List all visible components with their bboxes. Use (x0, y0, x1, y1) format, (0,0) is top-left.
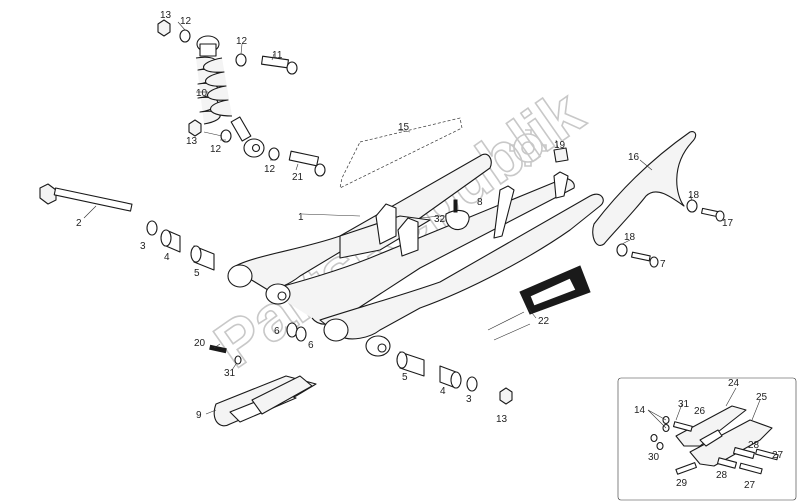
callout-18: 18 (624, 232, 636, 243)
callout-12: 12 (264, 164, 276, 175)
chain-guard-16 (592, 131, 697, 246)
callout-12: 12 (236, 36, 248, 47)
callout-32: 32 (434, 214, 446, 225)
callout-31: 31 (678, 399, 690, 410)
washer-12-top (179, 29, 191, 43)
callout-17: 17 (722, 218, 734, 229)
callout-3: 3 (140, 241, 146, 252)
chain-guard-hardware (616, 199, 725, 268)
callout-6: 6 (308, 340, 314, 351)
callout-28: 28 (748, 440, 760, 451)
callout-14: 14 (634, 405, 646, 416)
callout-29: 29 (676, 478, 688, 489)
gear-icon (509, 129, 547, 167)
callout-16: 16 (628, 152, 640, 163)
bolt-21 (288, 150, 326, 177)
callout-4: 4 (164, 252, 170, 263)
callout-6: 6 (274, 326, 280, 337)
callout-12: 12 (210, 144, 222, 155)
washer-12-right (235, 53, 247, 67)
nut-13-top (157, 19, 171, 37)
washer-12-shock (268, 147, 280, 161)
callout-28: 28 (716, 470, 728, 481)
callout-labels: 13 12 12 11 10 15 13 12 12 21 19 16 18 8… (76, 10, 784, 491)
chain-slider-assembly (209, 322, 317, 427)
sticker-22 (487, 265, 591, 341)
callout-20: 20 (194, 338, 206, 349)
callout-5: 5 (194, 268, 200, 279)
callout-18: 18 (688, 190, 700, 201)
bracket-8 (445, 209, 470, 231)
callout-8: 8 (477, 197, 483, 208)
callout-9: 9 (196, 410, 202, 421)
pivot-bolt-2 (39, 183, 133, 212)
callout-13: 13 (496, 414, 508, 425)
callout-15: 15 (398, 122, 410, 133)
swingarm (227, 153, 604, 357)
callout-3: 3 (466, 394, 472, 405)
callout-21: 21 (292, 172, 304, 183)
callout-1: 1 (298, 212, 304, 223)
callout-7: 7 (660, 259, 666, 270)
screw-32 (453, 199, 458, 213)
chain-guide-assembly (617, 377, 797, 501)
callout-26: 26 (694, 406, 706, 417)
callout-27: 27 (744, 480, 756, 491)
callout-13: 13 (160, 10, 172, 21)
callout-10: 10 (196, 88, 208, 99)
left-pivot-hardware (146, 220, 215, 271)
callout-30: 30 (648, 452, 660, 463)
small-bracket-hardware (445, 147, 569, 231)
callout-11: 11 (272, 50, 283, 61)
callout-4: 4 (440, 386, 446, 397)
callout-31: 31 (224, 368, 236, 379)
bolt-11 (261, 55, 298, 75)
callout-25: 25 (756, 392, 768, 403)
callout-24: 24 (728, 378, 740, 389)
callout-2: 2 (76, 218, 82, 229)
cable-clip-19 (553, 147, 569, 163)
callout-5: 5 (402, 372, 408, 383)
callout-13: 13 (186, 136, 198, 147)
nut-13-lower (188, 119, 202, 137)
top-mount-hardware (157, 19, 326, 177)
right-pivot-hardware (396, 351, 513, 405)
shock-absorber (195, 35, 265, 158)
sticker-15 (339, 117, 463, 189)
callout-27: 27 (772, 450, 784, 461)
callout-12: 12 (180, 16, 192, 27)
leader-lines (83, 21, 761, 429)
callout-19: 19 (554, 140, 566, 151)
callout-22: 22 (538, 316, 550, 327)
